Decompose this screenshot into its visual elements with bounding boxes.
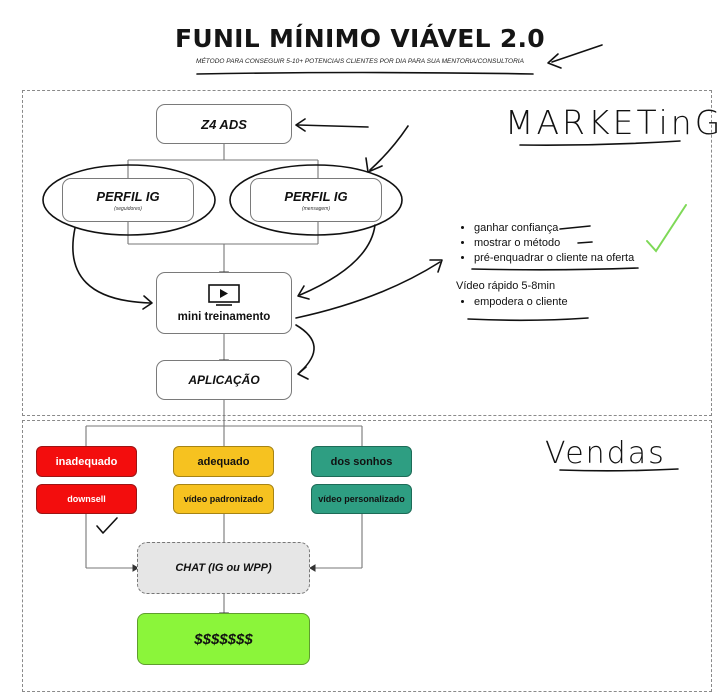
page-subtitle: MÉTODO PARA CONSEGUIR 5-10+ POTENCIAIS C… xyxy=(196,58,524,65)
perfil-ig-mensagem: PERFIL IG (mensagem) xyxy=(250,178,382,222)
aplicacao-box: APLICAÇÃO xyxy=(156,360,292,400)
category-inadequado: inadequado xyxy=(36,446,137,477)
perfil-right-caption: (mensagem) xyxy=(301,205,331,212)
marketing-label: MARKETinG xyxy=(505,103,720,142)
ads-box: Z4 ADS xyxy=(156,104,292,144)
category-dos-sonhos: dos sonhos xyxy=(311,446,412,477)
action-video-personalizado: vídeo personalizado xyxy=(311,484,412,514)
action-video-padronizado: vídeo padronizado xyxy=(173,484,274,514)
green-check-icon xyxy=(646,204,687,253)
money-box: $$$$$$$ xyxy=(137,613,310,665)
perfil-right-title: PERFIL IG xyxy=(284,188,348,204)
perfil-left-caption: (seguidores) xyxy=(114,205,142,212)
video-note: Vídeo rápido 5-8min xyxy=(456,280,556,292)
vendas-section xyxy=(22,420,712,692)
note-item: mostrar o método xyxy=(474,237,702,250)
marketing-section xyxy=(22,90,712,416)
perfil-ig-seguidores: PERFIL IG (seguidores) xyxy=(62,178,194,222)
chat-box: CHAT (IG ou WPP) xyxy=(137,542,310,594)
ads-label: Z4 ADS xyxy=(201,116,247,132)
note-item: pré-enquadrar o cliente na oferta xyxy=(474,252,702,265)
mini-treinamento-box: mini treinamento xyxy=(156,272,292,334)
note-item: empodera o cliente xyxy=(474,296,568,309)
category-adequado: adequado xyxy=(173,446,274,477)
note-item: ganhar confiança xyxy=(474,222,702,235)
video-notes: empodera o cliente xyxy=(462,294,568,311)
vendas-label: Vendas xyxy=(545,436,666,471)
page-title: FUNIL MÍNIMO VIÁVEL 2.0 xyxy=(174,24,546,53)
action-downsell: downsell xyxy=(36,484,137,514)
training-notes: ganhar confiança mostrar o método pré-en… xyxy=(462,220,702,267)
money-label: $$$$$$$ xyxy=(194,630,253,648)
perfil-left-title: PERFIL IG xyxy=(96,188,160,204)
chat-label: CHAT (IG ou WPP) xyxy=(175,562,272,574)
training-label: mini treinamento xyxy=(177,311,271,323)
aplicacao-label: APLICAÇÃO xyxy=(188,373,260,387)
video-screen-icon xyxy=(208,284,240,306)
